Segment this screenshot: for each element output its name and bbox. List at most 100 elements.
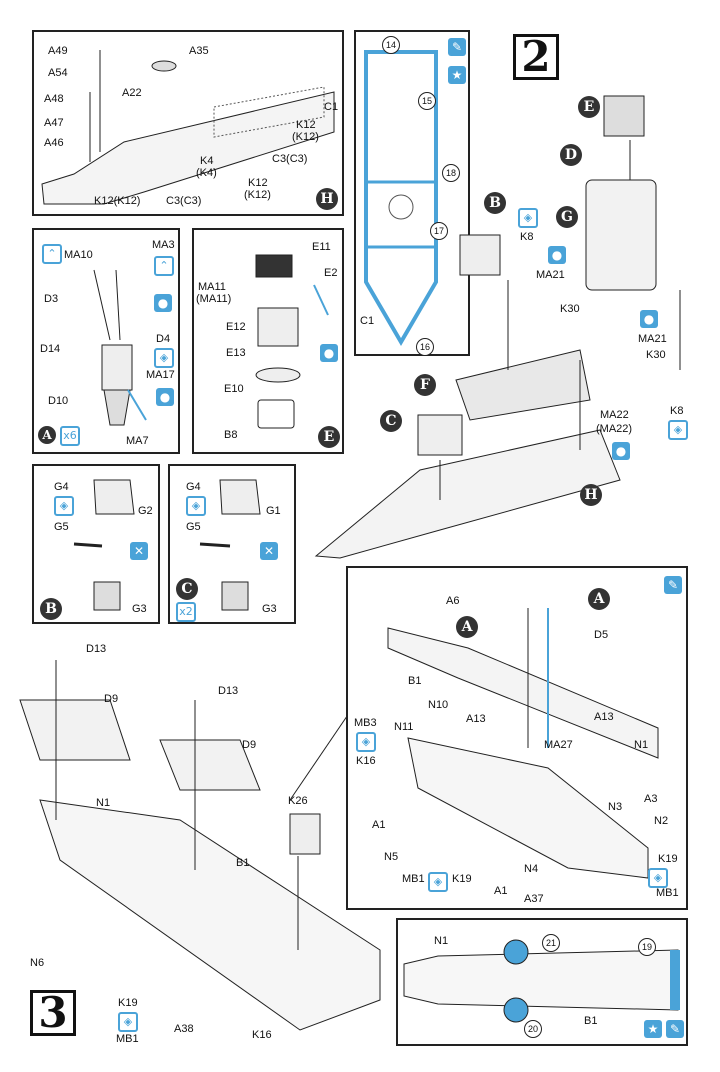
callout-19: 19 <box>638 938 656 956</box>
label-e11: E11 <box>312 241 331 253</box>
label-d4: D4 <box>156 333 171 345</box>
label-g3: G3 <box>132 603 147 615</box>
label-b8: B8 <box>224 429 238 441</box>
label-ma27: MA27 <box>544 739 573 751</box>
label-k8: K8 <box>670 405 684 417</box>
cut-icon: ✕ <box>130 542 148 560</box>
cut-icon: ✕ <box>260 542 278 560</box>
paint-drop-icon: ● <box>548 246 566 264</box>
glue-icon: ◈ <box>518 208 538 228</box>
glue-icon: ◈ <box>118 1012 138 1032</box>
marker-a: A <box>588 588 610 610</box>
label-c1-deck: C1 <box>360 315 375 327</box>
deck-plan-drawing <box>403 939 680 1023</box>
label-k8: K8 <box>520 231 534 243</box>
label-ma22-paren: (MA22) <box>596 423 633 435</box>
marker-h: H <box>316 188 338 210</box>
label-k19: K19 <box>118 997 138 1009</box>
gun-b-drawing <box>73 479 135 611</box>
label-e12: E12 <box>226 321 246 333</box>
callout-14: 14 <box>382 36 400 54</box>
label-d3: D3 <box>44 293 59 305</box>
step-number-3: 3 <box>30 990 76 1036</box>
label-a37: A37 <box>524 893 544 905</box>
label-k30: K30 <box>646 349 666 361</box>
paint-drop-icon: ● <box>320 344 338 362</box>
callout-15: 15 <box>418 92 436 110</box>
marker-e: E <box>318 426 340 448</box>
label-c3-b: C3(C3) <box>166 195 202 207</box>
glue-icon: ◈ <box>154 348 174 368</box>
label-ma11-paren: (MA11) <box>196 293 232 305</box>
label-d10: D10 <box>48 395 69 407</box>
label-a13: A13 <box>466 713 486 725</box>
paint-drop-icon: ● <box>156 388 174 406</box>
label-b1: B1 <box>584 1015 598 1027</box>
label-d13: D13 <box>218 685 239 697</box>
label-n1: N1 <box>634 739 649 751</box>
label-a38: A38 <box>174 1023 194 1035</box>
glue-icon: ◈ <box>54 496 74 516</box>
panel-e: E11 MA11 (MA11) E2 E12 E13 ● E10 B8 E <box>192 228 344 454</box>
label-g4: G4 <box>186 481 201 493</box>
label-k16: K16 <box>252 1029 272 1041</box>
callout-18: 18 <box>442 164 460 182</box>
multiplier-badge: x6 <box>60 426 80 446</box>
marker-g: G <box>556 206 578 228</box>
label-e2: E2 <box>324 267 338 279</box>
label-n6: N6 <box>30 957 45 969</box>
callout-20: 20 <box>524 1020 542 1038</box>
label-g5: G5 <box>186 521 201 533</box>
glue-icon: ◈ <box>668 420 688 440</box>
label-ma7: MA7 <box>126 435 149 447</box>
marker-b: B <box>40 598 62 620</box>
label-g2: G2 <box>138 505 153 517</box>
label-mb1: MB1 <box>656 887 679 899</box>
label-k26: K26 <box>288 795 308 807</box>
label-k12-b: K12 <box>248 177 268 189</box>
label-n4: N4 <box>524 863 539 875</box>
label-c3-a: C3(C3) <box>272 153 308 165</box>
label-k19: K19 <box>452 873 472 885</box>
label-n10: N10 <box>428 699 449 711</box>
star-icon: ★ <box>448 66 466 84</box>
paint-drop-icon: ● <box>154 294 172 312</box>
label-k12-b-paren: (K12) <box>244 189 271 201</box>
label-n1: N1 <box>434 935 449 947</box>
label-d14: D14 <box>40 343 61 355</box>
paint-drop-icon: ● <box>612 442 630 460</box>
label-a6: A6 <box>446 595 460 607</box>
callout-16: 16 <box>416 338 434 356</box>
label-e10: E10 <box>224 383 244 395</box>
marker-h: H <box>580 484 602 506</box>
label-a49: A49 <box>48 45 68 57</box>
marker-a: A <box>38 426 56 444</box>
glue-icon: ◈ <box>356 732 376 752</box>
label-g4: G4 <box>54 481 69 493</box>
label-ma22: MA22 <box>600 409 629 421</box>
label-mb3: MB3 <box>354 717 377 729</box>
hint-icon: ✎ <box>664 576 682 594</box>
marker-c: C <box>380 410 402 432</box>
label-b1: B1 <box>408 675 422 687</box>
label-n5: N5 <box>384 851 399 863</box>
label-g3: G3 <box>262 603 277 615</box>
label-n11: N11 <box>394 721 414 733</box>
label-ma21: MA21 <box>536 269 565 281</box>
callout-21: 21 <box>542 934 560 952</box>
label-ma21: MA21 <box>638 333 667 345</box>
label-d9: D9 <box>104 693 119 705</box>
label-a1: A1 <box>494 885 508 897</box>
hull-side-drawing <box>387 608 659 879</box>
glue-icon: ⌃ <box>42 244 62 264</box>
label-k12-a-paren: (K12) <box>292 131 319 143</box>
label-mb1: MB1 <box>116 1033 139 1045</box>
label-d5: D5 <box>594 629 609 641</box>
label-k19: K19 <box>658 853 678 865</box>
label-d9: D9 <box>242 739 257 751</box>
star-icon: ★ <box>644 1020 662 1038</box>
label-e13: E13 <box>226 347 246 359</box>
panel-a: ⌃ MA10 MA3 ⌃ D3 ● D14 D4 ◈ MA17 ● D10 MA… <box>32 228 180 454</box>
label-k12-a: K12 <box>296 119 316 131</box>
